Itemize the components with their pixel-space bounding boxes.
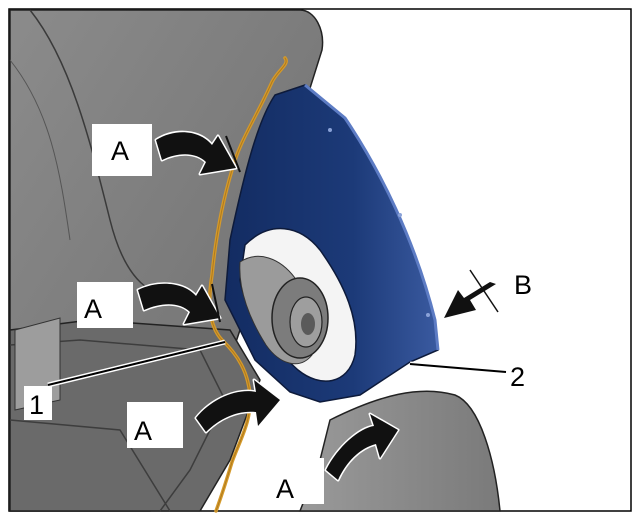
arrow-a4 xyxy=(324,412,400,482)
callout-a3: A xyxy=(127,402,183,448)
label-box xyxy=(24,386,52,420)
seat-base-fold xyxy=(9,419,171,512)
arrow-b xyxy=(442,269,499,320)
arrow-a3 xyxy=(194,378,282,434)
trim-panel-edge xyxy=(304,83,440,351)
trim-panel-clip xyxy=(398,213,402,217)
leader-line-1 xyxy=(47,341,226,386)
label-a1: A xyxy=(111,136,129,166)
label-box xyxy=(268,458,324,504)
seat-bolster xyxy=(298,390,501,512)
trim-panel-clip xyxy=(426,313,430,317)
label-box xyxy=(127,402,183,448)
label-part-2: 2 xyxy=(510,362,525,392)
leader-line-2 xyxy=(409,363,507,373)
callout-a2: A xyxy=(77,282,133,328)
label-a3: A xyxy=(134,416,152,446)
callout-a4: A xyxy=(268,458,324,504)
label-box xyxy=(92,124,152,176)
recliner-knob xyxy=(239,255,329,365)
callout-a1: A xyxy=(92,124,152,176)
trim-panel-clip xyxy=(328,128,332,132)
backrest-seam xyxy=(9,59,71,241)
label-box xyxy=(77,282,133,328)
label-b: B xyxy=(514,270,532,300)
arrow-a1 xyxy=(154,130,241,176)
seat-base-edge xyxy=(9,339,226,512)
recliner-center xyxy=(301,313,315,335)
arrow-a2 xyxy=(136,282,222,326)
label-part-1: 1 xyxy=(29,390,44,420)
label-a2: A xyxy=(84,294,102,324)
label-a4: A xyxy=(276,474,294,504)
